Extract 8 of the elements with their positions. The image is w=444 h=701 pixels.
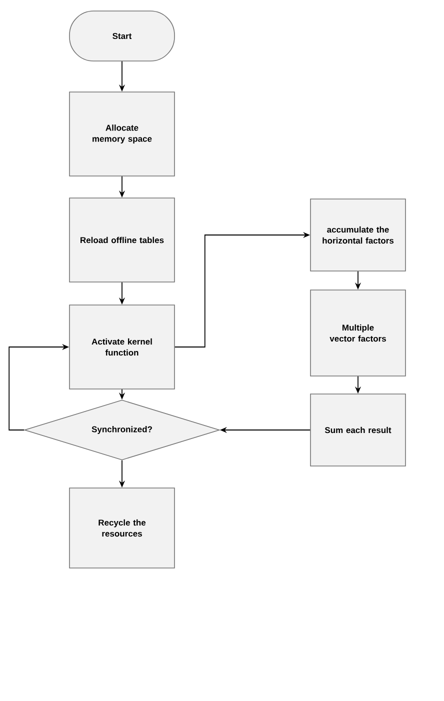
process-box: Activate kernel function (69, 304, 175, 390)
process-box: Reload offline tables (69, 198, 175, 282)
process-box: Allocate memory space (69, 92, 175, 176)
process-box: Recycle the resources (69, 488, 175, 568)
process-box: Sum each result (310, 394, 406, 466)
process-box: accumulate the horizontal factors (310, 198, 406, 272)
process-box: Multiple vector factors (310, 290, 406, 376)
start-terminal: Start (69, 10, 175, 62)
